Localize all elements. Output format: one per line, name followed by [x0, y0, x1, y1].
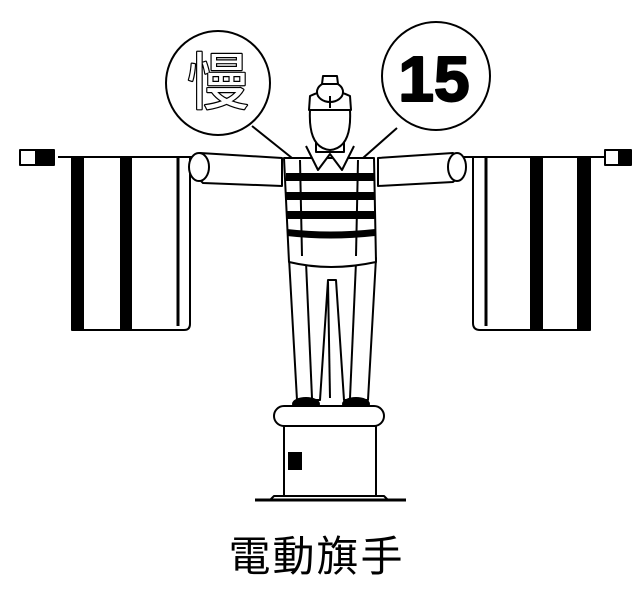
right-sign-speed: 15	[381, 21, 491, 131]
legs	[288, 257, 377, 401]
right-flag-arm	[455, 149, 632, 331]
torso	[283, 157, 377, 268]
right-sign-text: 15	[398, 43, 469, 115]
left-sign-slow: 慢	[165, 30, 271, 136]
caption: 電動旗手	[228, 532, 405, 581]
arms	[188, 152, 467, 187]
sign-poles	[251, 125, 398, 159]
left-flag-arm	[19, 149, 196, 331]
left-sign-text: 慢	[187, 46, 249, 119]
pedestal	[255, 405, 406, 502]
head	[308, 75, 352, 153]
